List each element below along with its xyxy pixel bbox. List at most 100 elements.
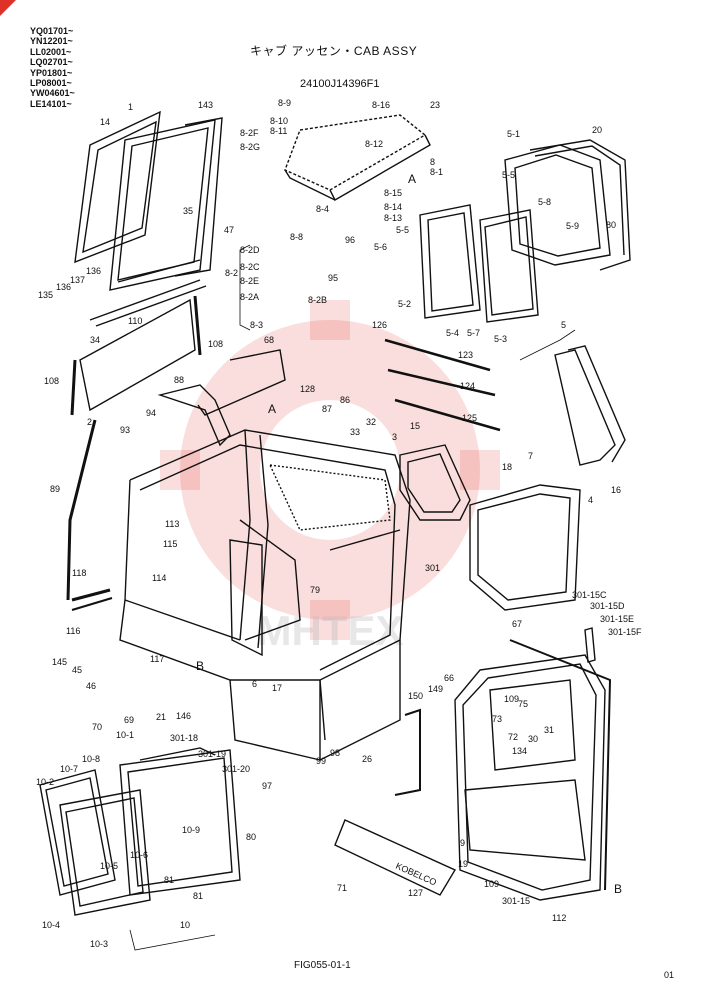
callout-10-4: 10-4: [42, 920, 60, 930]
figure-id: FIG055-01-1: [294, 960, 351, 971]
window-7: [469, 484, 581, 611]
callout-26: 26: [362, 754, 372, 764]
callout-88: 88: [174, 375, 184, 385]
callout-8-9: 8-9: [278, 98, 291, 108]
watermark-text: MHTEX: [257, 607, 404, 654]
frame-68: [197, 349, 286, 416]
callout-34: 34: [90, 335, 100, 345]
callout-112: 112: [552, 913, 566, 923]
callout-5-8: 5-8: [538, 197, 551, 207]
callout-149: 149: [428, 684, 443, 694]
callout-21: 21: [156, 712, 166, 722]
window-5-8: [504, 144, 611, 266]
rod-123: [384, 338, 491, 372]
callout-134: 134: [512, 746, 527, 756]
callout-94: 94: [146, 408, 156, 418]
callout-109: 109: [484, 879, 499, 889]
callout-108: 108: [44, 376, 59, 386]
callout-10: 10: [180, 920, 190, 930]
drawing-linework: [39, 110, 631, 951]
serial-number: YQ01701~: [30, 26, 74, 36]
callout-143: 143: [198, 100, 213, 110]
callout-8-4: 8-4: [316, 204, 329, 214]
plate-127: [334, 819, 457, 896]
callout-10-5: 10-5: [100, 861, 118, 871]
window-5-3: [479, 209, 539, 323]
callout-117: 117: [150, 654, 164, 664]
callout-18: 18: [502, 462, 512, 472]
window-10-2: [39, 769, 116, 896]
callout-8-8: 8-8: [290, 232, 303, 242]
callout-9: 9: [460, 838, 465, 848]
callout-8-2a: 8-2A: [240, 292, 259, 302]
callout-81: 81: [164, 875, 174, 885]
rod-124: [387, 368, 496, 397]
roof-plate-8: [284, 114, 427, 191]
callout-8-2f: 8-2F: [240, 128, 259, 138]
callout-5: 5: [561, 320, 566, 330]
callout-124: 124: [460, 381, 475, 391]
window-5-2: [419, 204, 481, 319]
door-9: [454, 654, 606, 901]
callout-a: A: [268, 402, 276, 416]
serial-number: LQ02701~: [30, 57, 73, 68]
callout-115: 115: [163, 539, 177, 549]
callout-10-7: 10-7: [60, 764, 78, 774]
corner-marker-icon: [0, 0, 16, 16]
callout-95: 95: [328, 273, 338, 283]
callout-136: 136: [56, 282, 71, 292]
callout-17: 17: [272, 683, 282, 693]
callout-118: 118: [72, 568, 86, 578]
callout-99: 99: [316, 756, 326, 766]
callout-8-3: 8-3: [250, 320, 263, 330]
callout-96: 96: [345, 235, 355, 245]
callout-113: 113: [165, 519, 179, 529]
callout-b: B: [196, 659, 204, 673]
callout-6: 6: [252, 679, 257, 689]
callout-31: 31: [544, 725, 554, 735]
callout-114: 114: [152, 573, 166, 583]
callout-128: 128: [300, 384, 315, 394]
callout-73: 73: [492, 714, 502, 724]
callout-137: 137: [70, 275, 85, 285]
page-title: キャブ アッセン・CAB ASSY: [250, 44, 418, 58]
callout-86: 86: [340, 395, 350, 405]
callout-8-13: 8-13: [384, 213, 402, 223]
callout-72: 72: [508, 732, 518, 742]
callout-125: 125: [462, 413, 477, 423]
callout-97: 97: [262, 781, 272, 791]
callout-301-15: 301-15: [502, 896, 530, 906]
door-opening-6: [229, 539, 263, 657]
serial-number: LP08001~: [30, 78, 72, 89]
callout-135: 135: [38, 290, 53, 300]
callout-5-4: 5-4: [446, 328, 459, 338]
callout-46: 46: [86, 681, 96, 691]
callout-35: 35: [183, 206, 193, 216]
callout-10-6: 10-6: [130, 850, 148, 860]
callout-301-15c: 301-15C: [572, 590, 607, 600]
callout-45: 45: [72, 665, 82, 675]
callout-301-18: 301-18: [170, 733, 198, 743]
callout-123: 123: [458, 350, 473, 360]
callout-146: 146: [176, 711, 191, 721]
glass-2: [79, 298, 196, 412]
seal-89: [66, 419, 97, 601]
seal-20: [529, 139, 631, 271]
callout-33: 33: [350, 427, 360, 437]
callout-8: 8: [430, 157, 435, 167]
serial-number: YP01801~: [30, 67, 73, 78]
callout-75: 75: [518, 699, 528, 709]
callout-67: 67: [512, 619, 522, 629]
callout-5-7: 5-7: [467, 328, 480, 338]
callout-81: 81: [193, 891, 203, 901]
callout-8-2d: 8-2D: [240, 245, 260, 255]
callout-301-19: 301-19: [198, 749, 226, 759]
callout-5-2: 5-2: [398, 299, 411, 309]
callout-10-2: 10-2: [36, 777, 54, 787]
callout-2: 2: [87, 417, 92, 427]
side-window-4: [554, 349, 616, 466]
callout-8-2c: 8-2C: [240, 262, 260, 272]
callout-30: 30: [528, 734, 538, 744]
